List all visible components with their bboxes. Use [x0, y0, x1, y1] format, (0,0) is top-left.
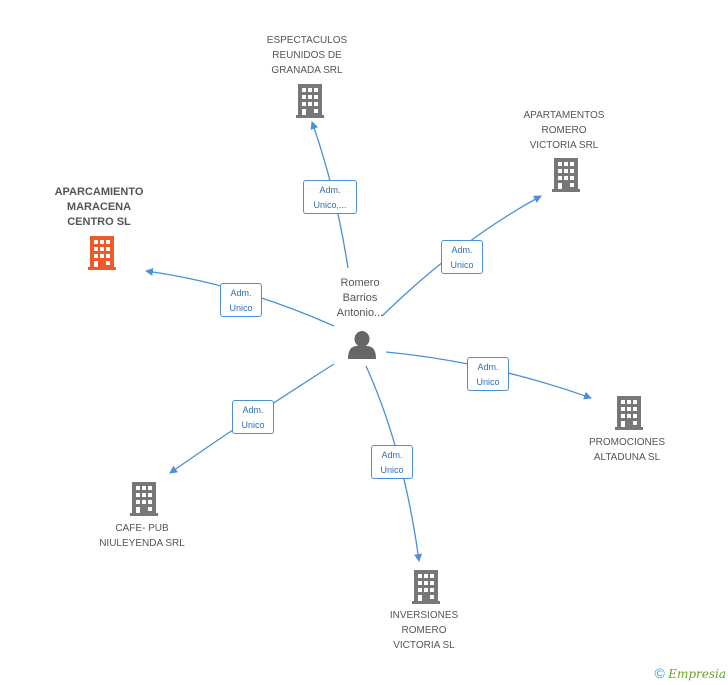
copyright-icon: ©	[654, 665, 665, 681]
role-badge-aparcamiento[interactable]: Adm. Unico	[220, 283, 262, 317]
role-badge-espectaculos[interactable]: Adm. Unico,...	[303, 180, 357, 214]
company-name-inversiones[interactable]: INVERSIONES ROMERO VICTORIA SL	[389, 610, 459, 651]
building-icon[interactable]	[88, 236, 116, 270]
company-name-promociones[interactable]: PROMOCIONES ALTADUNA SL	[588, 437, 666, 463]
building-icon[interactable]	[412, 570, 440, 604]
person-node[interactable]	[348, 331, 376, 359]
role-badge-cafe[interactable]: Adm. Unico	[232, 400, 274, 434]
building-icon[interactable]	[552, 158, 580, 192]
role-badge-apartamentos[interactable]: Adm. Unico	[441, 240, 483, 274]
company-name-apartamentos[interactable]: APARTAMENTOS ROMERO VICTORIA SRL	[523, 110, 605, 151]
person-icon	[348, 331, 376, 359]
building-icon[interactable]	[615, 396, 643, 430]
footer-brand: © Empresia	[655, 665, 726, 681]
person-name[interactable]: Romero Barrios Antonio...	[336, 277, 384, 319]
company-name-cafe[interactable]: CAFE- PUB NIULEYENDA SRL	[99, 523, 185, 549]
company-name-espectaculos[interactable]: ESPECTACULOS REUNIDOS DE GRANADA SRL	[266, 35, 348, 76]
building-icon[interactable]	[130, 482, 158, 516]
brand-logo[interactable]: Empresia	[668, 667, 726, 681]
building-icon[interactable]	[296, 84, 324, 118]
company-name-aparcamiento[interactable]: APARCAMIENTO MARACENA CENTRO SL	[54, 186, 144, 228]
role-badge-inversiones[interactable]: Adm. Unico	[371, 445, 413, 479]
role-badge-promociones[interactable]: Adm. Unico	[467, 357, 509, 391]
